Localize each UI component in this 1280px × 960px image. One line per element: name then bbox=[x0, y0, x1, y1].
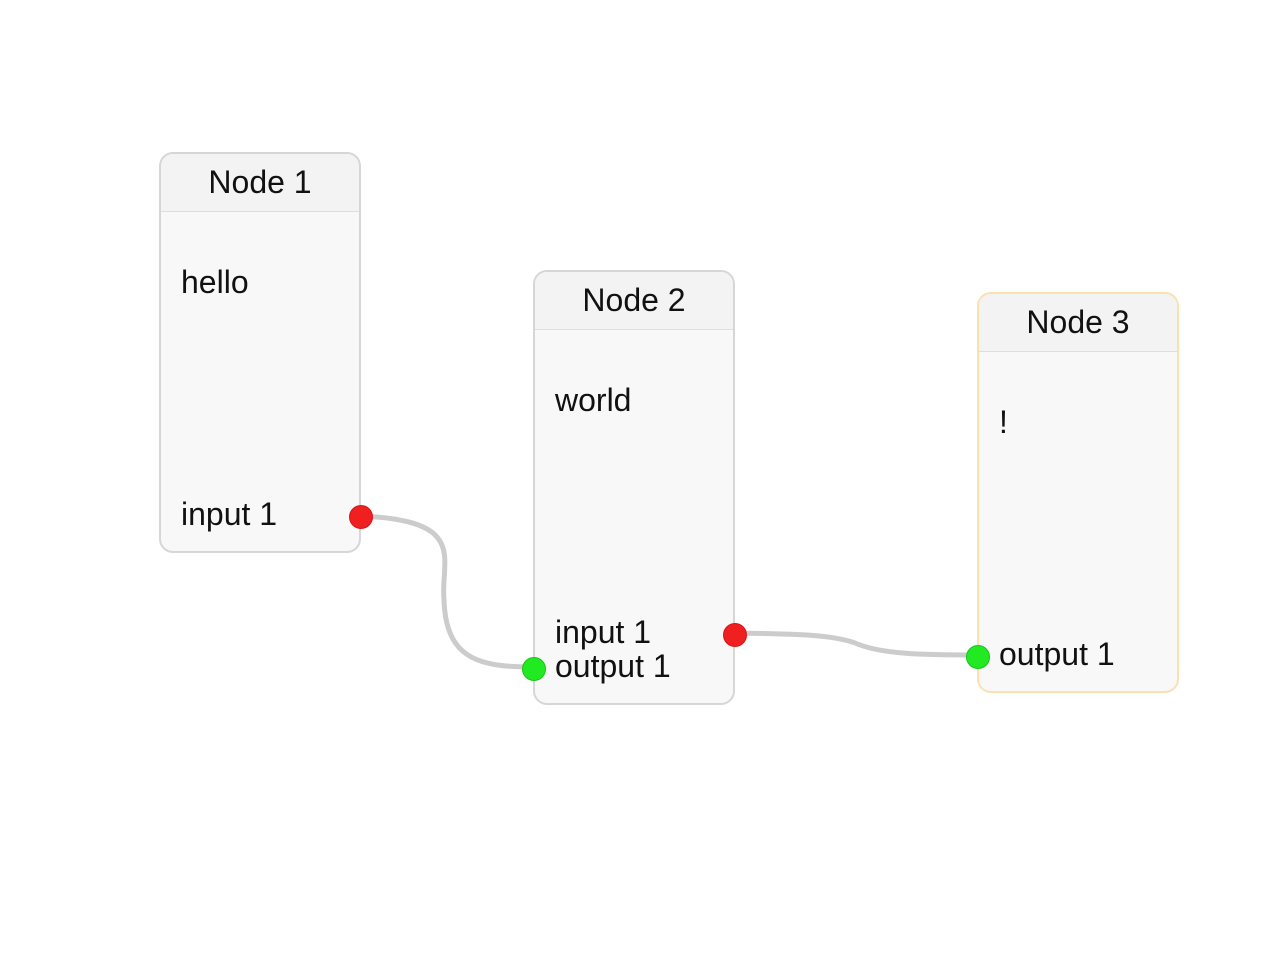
link-node2-node3[interactable] bbox=[731, 630, 981, 658]
port-label-output: output 1 bbox=[555, 648, 671, 684]
node-title: Node 1 bbox=[161, 154, 359, 212]
node-content: hello bbox=[181, 264, 249, 300]
port-label-input: input 1 bbox=[181, 496, 278, 532]
node-content: world bbox=[555, 382, 632, 418]
port-label-input: input 1 bbox=[555, 614, 652, 650]
node-3[interactable]: Node 3 ! output 1 bbox=[966, 292, 1179, 693]
node-2[interactable]: Node 2 world input 1 output 1 bbox=[522, 270, 747, 705]
input-connector[interactable] bbox=[522, 657, 546, 681]
output-connector[interactable] bbox=[723, 623, 747, 647]
node-1[interactable]: Node 1 hello input 1 bbox=[159, 152, 373, 553]
output-connector[interactable] bbox=[349, 505, 373, 529]
port-label-output: output 1 bbox=[999, 636, 1115, 672]
node-title: Node 3 bbox=[979, 294, 1177, 352]
node-content: ! bbox=[999, 404, 1008, 440]
link-node1-node2[interactable] bbox=[357, 513, 537, 670]
input-connector[interactable] bbox=[966, 645, 990, 669]
node-title: Node 2 bbox=[535, 272, 733, 330]
